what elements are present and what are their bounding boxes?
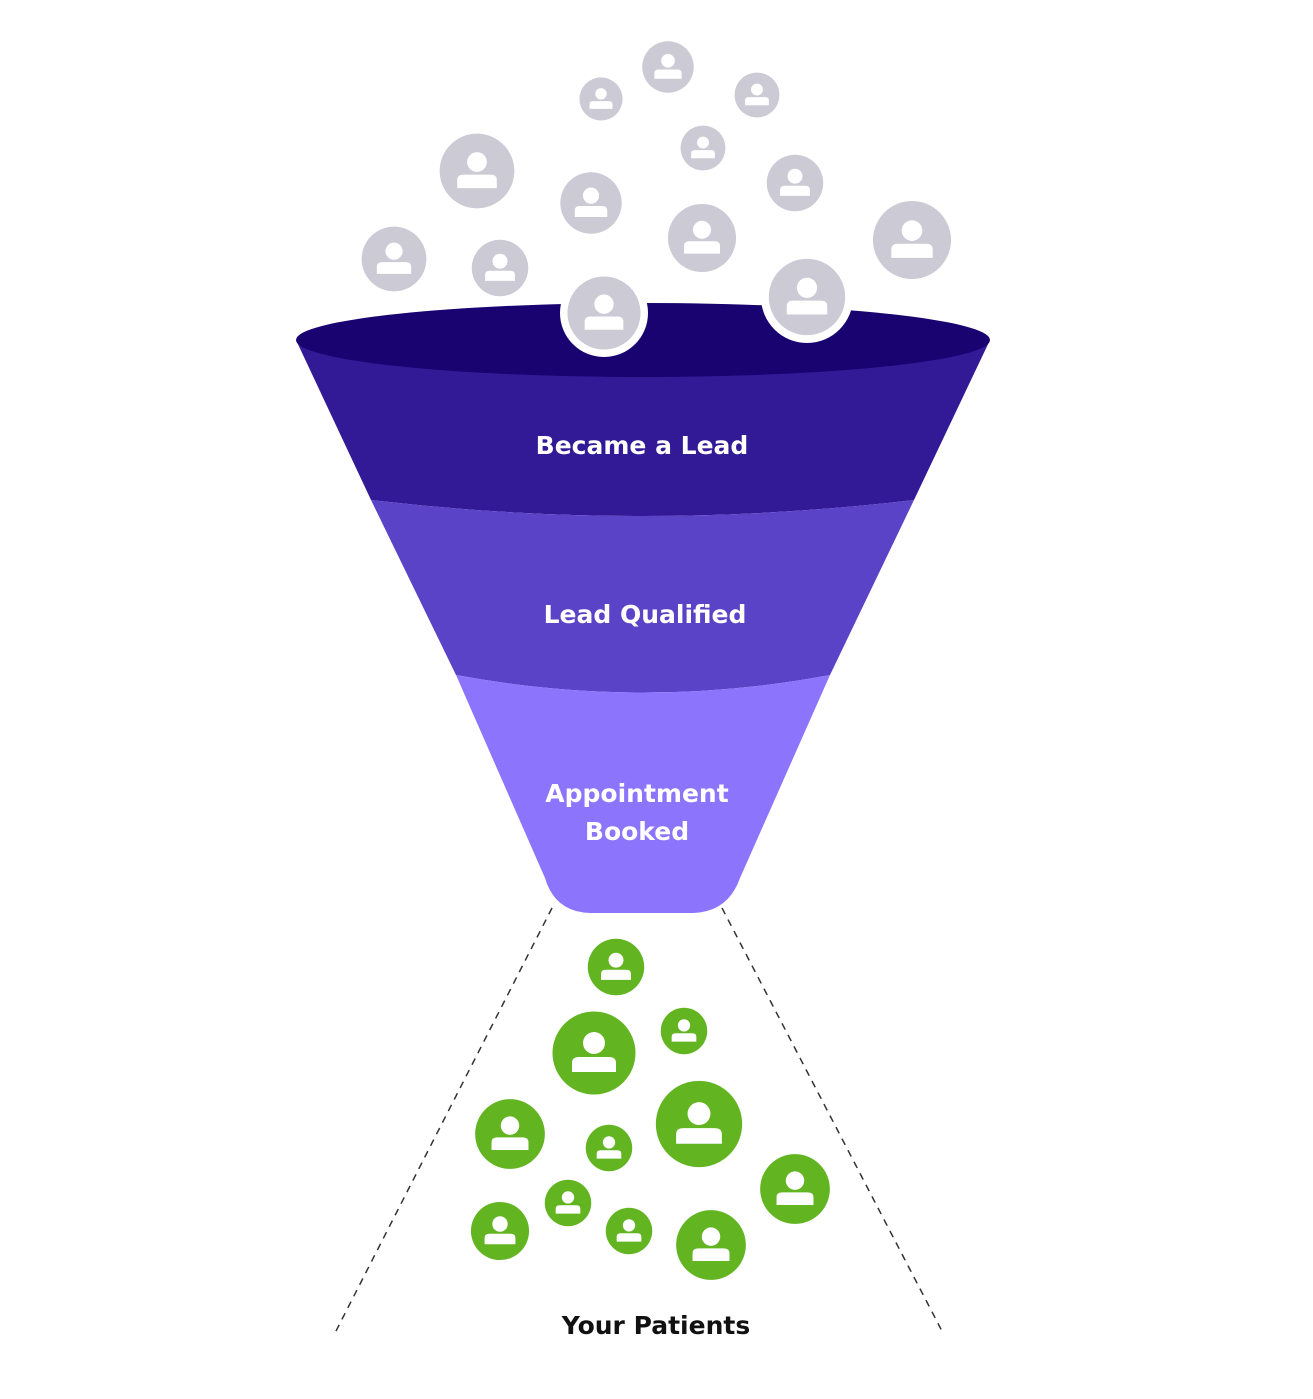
prospect-avatar (761, 251, 853, 343)
person-icon (485, 253, 515, 281)
person-icon (654, 53, 682, 79)
funnel-stage-became-lead (296, 340, 990, 516)
person-icon (776, 1171, 814, 1205)
person-icon (491, 1116, 529, 1150)
prospect-avatar (761, 149, 829, 217)
prospect-avatar (661, 197, 743, 279)
guide-line-right (721, 907, 944, 1334)
patient-avatar (540, 1175, 596, 1231)
patient-avatar (582, 933, 650, 1001)
patient-avatar (656, 1003, 712, 1059)
person-icon (601, 952, 631, 980)
prospect-avatar (466, 234, 534, 302)
funnel (296, 303, 990, 913)
stage-label-lead-qualified: Lead Qualified (544, 600, 747, 629)
prospect-group-back (355, 36, 959, 302)
footer-label-your-patients: Your Patients (561, 1311, 750, 1340)
person-icon (555, 1191, 581, 1214)
person-icon (589, 88, 613, 109)
person-icon (786, 277, 828, 315)
person-icon (780, 168, 810, 196)
patient-avatar (647, 1072, 751, 1176)
person-icon (584, 294, 624, 330)
person-icon (683, 220, 721, 254)
person-icon (891, 220, 933, 258)
prospect-avatar (865, 193, 959, 287)
person-icon (376, 242, 412, 274)
patient-avatar (581, 1120, 637, 1176)
person-icon (616, 1219, 642, 1242)
stage-label-appointment: Appointment (545, 779, 728, 808)
prospect-avatar (637, 36, 699, 98)
prospect-avatar (730, 68, 784, 122)
patient-avatar (465, 1196, 535, 1266)
prospect-avatar (554, 166, 628, 240)
person-icon (574, 187, 608, 218)
funnel-stage-appointment-booked (456, 675, 830, 913)
person-icon (676, 1102, 722, 1144)
prospect-avatar (432, 126, 522, 216)
prospect-group-front (560, 251, 853, 357)
person-icon (484, 1216, 516, 1245)
patient-avatar (468, 1092, 552, 1176)
prospect-avatar (560, 269, 648, 357)
person-icon (691, 136, 715, 159)
stage-label-booked: Booked (585, 817, 689, 846)
person-icon (671, 1019, 697, 1042)
prospect-avatar (575, 73, 627, 125)
person-icon (745, 83, 769, 106)
guide-line-left (334, 907, 553, 1334)
person-icon (457, 152, 497, 189)
patient-avatar (601, 1203, 657, 1259)
patient-avatar (544, 1003, 644, 1103)
person-icon (692, 1227, 730, 1261)
person-icon (596, 1136, 622, 1159)
prospect-avatar (676, 121, 730, 175)
patient-group (465, 933, 837, 1287)
patient-avatar (753, 1147, 837, 1231)
funnel-stage-lead-qualified (371, 500, 914, 693)
stage-label-became-lead: Became a Lead (536, 431, 749, 460)
patient-avatar (669, 1203, 753, 1287)
prospect-avatar (355, 220, 433, 298)
person-icon (572, 1032, 616, 1072)
